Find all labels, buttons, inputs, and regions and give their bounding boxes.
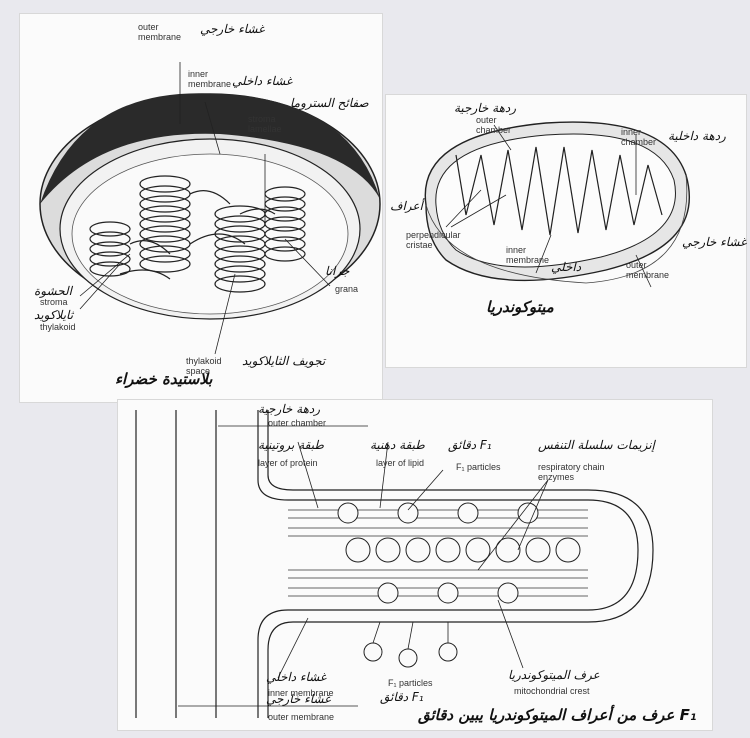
arabic-lipid: طبقة دهنية xyxy=(370,438,425,452)
arabic-stroma-lamellae: صفائح الستروما xyxy=(290,96,369,110)
chloroplast-panel: outer membrane غشاء خارجي inner membrane… xyxy=(20,14,382,402)
arabic-f1: دقائق F₁ xyxy=(448,438,492,452)
arabic-outer-chamber: ردهة خارجية xyxy=(454,101,516,115)
arabic-inner-membrane: داخلي xyxy=(551,260,581,274)
chloroplast-caption: بلاستيدة خضراء xyxy=(115,372,212,386)
arabic-thylakoid: ثايلاكويد xyxy=(34,308,73,322)
crista-panel: ردهة خارجية outer chamber طبقة بروتينية … xyxy=(118,400,712,730)
arabic-stroma: الحشوة xyxy=(34,284,72,298)
label-f1-particles: F₁ particles xyxy=(456,462,501,472)
arabic-outer-membrane: غشاء خارجي xyxy=(200,22,264,36)
mitochondrion-panel: ردهة خارجية outer chamber inner chamber … xyxy=(386,95,746,367)
label-outer-membrane: outer membrane xyxy=(138,22,181,42)
label-grana: grana xyxy=(335,284,358,294)
label-outer-chamber: outer chamber xyxy=(476,115,511,135)
label-stroma: stroma xyxy=(40,297,68,307)
arabic-crest: عرف الميتوكوندريا xyxy=(508,668,600,682)
label-resp-chain: respiratory chain enzymes xyxy=(538,462,605,482)
arabic-thylakoid-space: تجويف الثايلاكويد xyxy=(242,354,325,368)
arabic-protein: طبقة بروتينية xyxy=(258,438,324,452)
arabic-f1-lower: دقائق F₁ xyxy=(380,690,424,704)
arabic-outer-chamber: ردهة خارجية xyxy=(258,402,320,416)
arabic-cristae: أعراف xyxy=(390,199,423,213)
arabic-inner-chamber: ردهة داخلية xyxy=(668,129,726,143)
crista-caption: عرف من أعراف الميتوكوندريا يبين دقائق F₁ xyxy=(418,708,696,722)
label-layer-protein: layer of protein xyxy=(258,458,318,468)
label-mito-crest: mitochondrial crest xyxy=(514,686,590,696)
label-inner-membrane: inner membrane xyxy=(188,69,231,89)
label-inner-membrane: inner membrane xyxy=(506,245,549,265)
label-thylakoid: thylakoid xyxy=(40,322,76,332)
label-outer-chamber: outer chamber xyxy=(268,418,326,428)
label-cristae: perpendicular cristae xyxy=(406,230,461,250)
arabic-outer-membrane: غشاء خارجي xyxy=(266,692,330,706)
arabic-outer-membrane: غشاء خارجي xyxy=(682,235,746,249)
label-f1-particles-lower: F₁ particles xyxy=(388,678,433,688)
arabic-grana: جرانا xyxy=(325,264,349,278)
label-inner-chamber: inner chamber xyxy=(621,127,656,147)
label-outer-membrane: outer membrane xyxy=(626,260,669,280)
arabic-inner-membrane: غشاء داخلي xyxy=(266,670,326,684)
arabic-inner-membrane: غشاء داخلي xyxy=(232,74,292,88)
arabic-resp-chain: إنزيمات سلسلة التنفس xyxy=(538,438,655,452)
label-outer-membrane: outer membrane xyxy=(268,712,334,722)
mitochondrion-caption: ميتوكوندريا xyxy=(486,300,554,314)
label-layer-lipid: layer of lipid xyxy=(376,458,424,468)
label-stroma-lamellae: stroma lamellae xyxy=(248,114,282,134)
